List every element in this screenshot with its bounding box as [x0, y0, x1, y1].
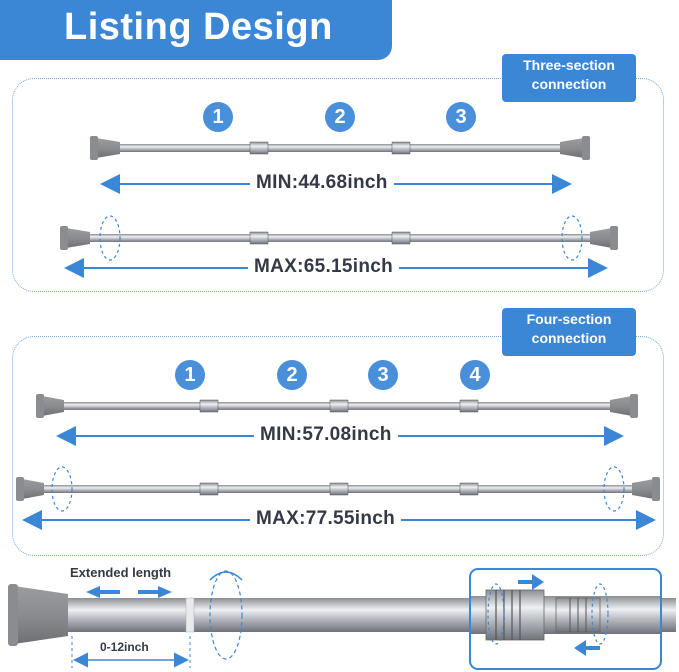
three-min-rod [90, 136, 590, 160]
joint-detail-box [469, 568, 662, 670]
three-section-panel [12, 78, 664, 292]
four-section-badge-3: 3 [368, 360, 398, 390]
range-label: 0-12inch [100, 640, 149, 654]
three-section-badge-2: 2 [325, 102, 355, 132]
three-max-label: MAX:65.15inch [248, 256, 400, 278]
four-section-badge-4: 4 [460, 360, 490, 390]
four-section-badge-2: 2 [277, 360, 307, 390]
four-min-label: MIN:57.08inch [254, 424, 398, 446]
three-section-badge-1: 1 [203, 102, 233, 132]
three-section-badge-3: 3 [446, 102, 476, 132]
four-section-badge-1: 1 [175, 360, 205, 390]
extended-length-label: Extended length [70, 565, 172, 580]
four-section-tag: Four-section connection [502, 308, 636, 356]
page-title: Listing Design [64, 6, 333, 48]
four-max-rod [16, 466, 660, 512]
three-min-label: MIN:44.68inch [250, 172, 394, 194]
header-banner: Listing Design [0, 0, 392, 60]
four-min-rod [36, 394, 638, 418]
four-section-panel [12, 336, 664, 556]
three-max-rod [60, 215, 618, 261]
three-section-tag: Three-section connection [502, 54, 636, 102]
four-max-label: MAX:77.55inch [250, 508, 402, 530]
